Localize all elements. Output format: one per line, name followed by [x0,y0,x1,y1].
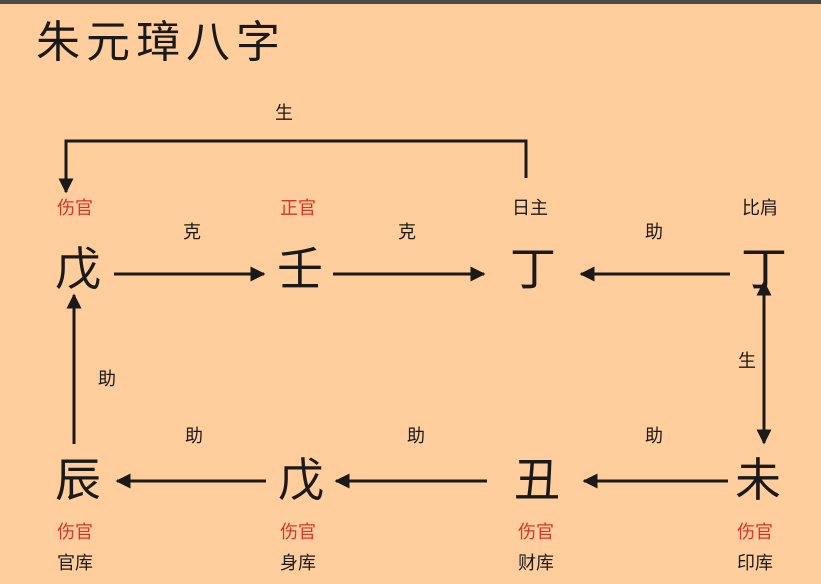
note-label-wei: 印库 [737,553,773,574]
branch-wu-bottom: 戊 [278,453,324,507]
relation-label-ren-ke-ding: 克 [398,222,416,243]
stem-wu-top: 戊 [55,242,101,296]
relation-label-wei-zhu-chou: 助 [645,426,663,447]
branch-chen: 辰 [55,453,101,507]
note-label-chou: 财库 [518,553,554,574]
role-label-chou: 伤官 [518,522,554,543]
role-label-chen: 伤官 [57,522,93,543]
role-label-wu-bottom: 伤官 [280,522,316,543]
stem-ren: 壬 [277,242,323,296]
relation-label-ding-zhu-ding: 助 [645,222,663,243]
relation-label-ding-sheng-wei: 生 [738,351,756,372]
role-label-wei: 伤官 [737,522,773,543]
stem-ding-right: 丁 [741,242,787,296]
top-border [0,0,821,4]
relation-label-top-sheng: 生 [275,103,293,124]
role-label-ren: 正官 [280,198,316,219]
relation-label-wu-ke-ren: 克 [183,222,201,243]
page-title: 朱元璋八字 [36,17,286,68]
role-label-bijian: 比肩 [742,198,778,219]
arrow-ding-sheng-wu [58,139,528,194]
stem-ding-day-master: 丁 [510,242,556,296]
note-label-wu-bottom: 身库 [280,553,316,574]
relation-label-wu-zhu-chen: 助 [185,426,203,447]
note-label-chen: 官库 [57,553,93,574]
role-label-wu-top: 伤官 [57,198,93,219]
branch-wei: 未 [735,453,781,507]
relation-label-chen-zhu-wu: 助 [98,369,116,390]
relation-label-chou-zhu-wu: 助 [407,426,425,447]
role-label-day-master: 日主 [512,198,548,219]
branch-chou: 丑 [514,453,560,507]
